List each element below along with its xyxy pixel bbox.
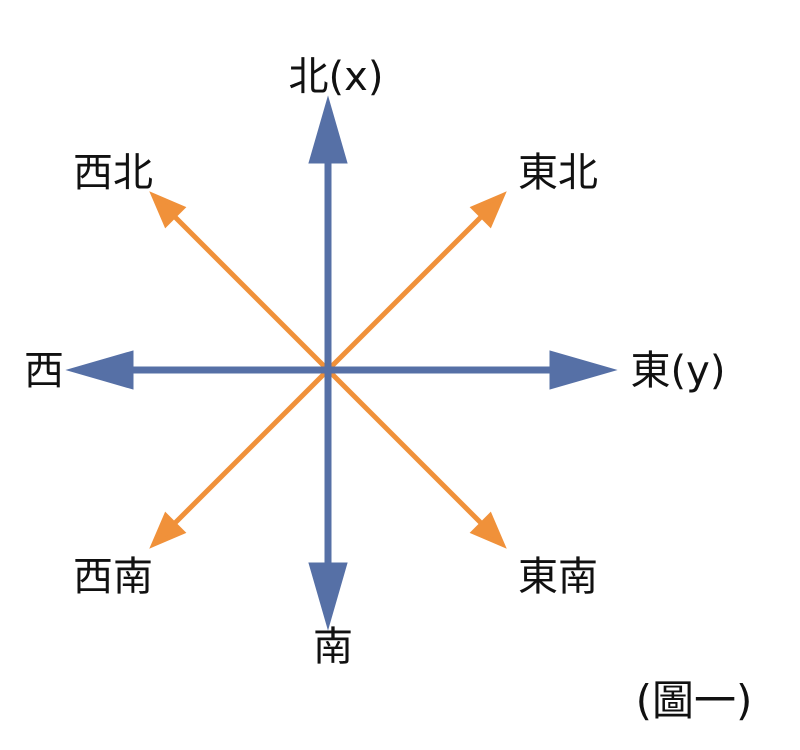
label-northwest: 西北: [73, 150, 153, 196]
arrow-southeast: [326, 368, 484, 526]
label-north: 北(x): [289, 54, 384, 100]
arrowhead-northeast: [469, 191, 507, 229]
arrow-southwest: [172, 368, 330, 526]
cardinal-arrows: [65, 95, 618, 631]
arrowhead-north: [308, 95, 348, 164]
figure-caption: (圖一): [636, 676, 753, 725]
arrowhead-south: [308, 562, 348, 631]
label-west: 西: [24, 348, 64, 394]
arrow-northwest: [172, 214, 330, 372]
diagonal-arrows: [149, 191, 507, 549]
label-northeast: 東北: [518, 150, 598, 196]
label-east: 東(y): [631, 348, 726, 394]
label-southeast: 東南: [518, 554, 598, 600]
arrowhead-west: [65, 350, 134, 390]
label-southwest: 西南: [73, 554, 153, 600]
arrowhead-southwest: [149, 511, 187, 549]
arrowhead-southeast: [469, 511, 507, 549]
arrow-northeast: [326, 214, 484, 372]
label-south: 南: [313, 624, 353, 670]
arrowhead-east: [549, 350, 618, 390]
arrowhead-northwest: [149, 191, 187, 229]
